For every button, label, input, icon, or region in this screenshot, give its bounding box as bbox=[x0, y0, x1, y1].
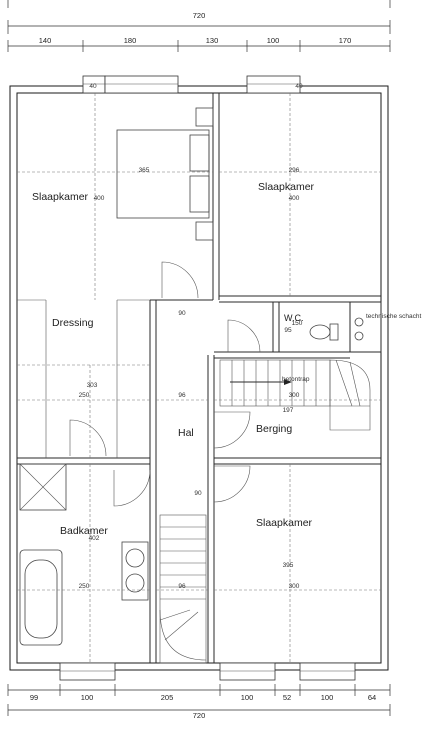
dim-96-lower: 96 bbox=[178, 583, 186, 590]
room-label-badkamer: Badkamer bbox=[60, 525, 108, 537]
toilet bbox=[309, 317, 364, 341]
dim-bottom-100a: 100 bbox=[81, 693, 94, 702]
dim-250-bad: 250 bbox=[79, 583, 90, 590]
room-label-dressing: Dressing bbox=[52, 317, 94, 329]
room-label-hal: Hal bbox=[178, 427, 194, 439]
bed bbox=[116, 107, 214, 241]
label-technische-schacht: technische schacht bbox=[366, 313, 421, 320]
bottom-dimensions: 99 100 205 100 52 100 64 720 bbox=[7, 684, 391, 720]
dim-296: 296 bbox=[289, 167, 300, 174]
dim-303: 303 bbox=[87, 382, 98, 389]
dim-top-total: 720 bbox=[193, 11, 206, 20]
top-dimensions: 720 140 180 130 100 170 bbox=[7, 0, 391, 52]
dim-400a: 400 bbox=[94, 195, 105, 202]
dim-300-bedroom3: 300 bbox=[289, 583, 300, 590]
dim-300-berging: 300 bbox=[289, 392, 300, 399]
interior-walls bbox=[17, 93, 382, 663]
dim-395: 395 bbox=[283, 562, 294, 569]
dim-bottom-52: 52 bbox=[283, 693, 291, 702]
dim-bottom-64: 64 bbox=[368, 693, 376, 702]
stairs-lower bbox=[159, 514, 207, 664]
dim-40-window-top: 40 bbox=[89, 83, 97, 90]
dim-top-170: 170 bbox=[339, 36, 352, 45]
dim-96-upper: 96 bbox=[178, 392, 186, 399]
room-label-wc: W.C. bbox=[284, 313, 304, 323]
dim-90-stair: 90 bbox=[194, 490, 202, 497]
dim-bottom-100b: 100 bbox=[241, 693, 254, 702]
shower bbox=[19, 463, 67, 511]
room-label-slaapkamer-1: Slaapkamer bbox=[32, 191, 89, 203]
dim-90-hal: 90 bbox=[178, 310, 186, 317]
dim-top-180: 180 bbox=[124, 36, 137, 45]
dim-bottom-99: 99 bbox=[30, 693, 38, 702]
dim-top-140: 140 bbox=[39, 36, 52, 45]
dim-402: 402 bbox=[89, 535, 100, 542]
dim-bottom-205: 205 bbox=[161, 693, 174, 702]
room-label-slaapkamer-3: Slaapkamer bbox=[256, 517, 313, 529]
dim-95: 95 bbox=[284, 327, 292, 334]
stairs-upper bbox=[219, 359, 371, 431]
label-betontrap: betontrap bbox=[282, 376, 310, 383]
inner-dimensions: 365 296 400 400 90 303 250 96 300 197 15… bbox=[17, 83, 381, 663]
dim-250-dressing: 250 bbox=[79, 392, 90, 399]
dim-400b: 400 bbox=[289, 195, 300, 202]
room-label-berging: Berging bbox=[256, 423, 292, 435]
room-label-slaapkamer-2: Slaapkamer bbox=[258, 181, 315, 193]
dim-150: 150 bbox=[292, 320, 303, 327]
dim-bottom-total: 720 bbox=[193, 711, 206, 720]
bathtub bbox=[19, 549, 63, 646]
dim-bottom-100c: 100 bbox=[321, 693, 334, 702]
doors bbox=[69, 261, 261, 507]
outer-walls bbox=[9, 75, 389, 681]
dim-40-window-top-right: 40 bbox=[295, 83, 303, 90]
dim-365: 365 bbox=[139, 167, 150, 174]
dim-top-100: 100 bbox=[267, 36, 280, 45]
dim-197: 197 bbox=[283, 407, 294, 414]
dim-top-130: 130 bbox=[206, 36, 219, 45]
washbasins bbox=[121, 541, 149, 601]
